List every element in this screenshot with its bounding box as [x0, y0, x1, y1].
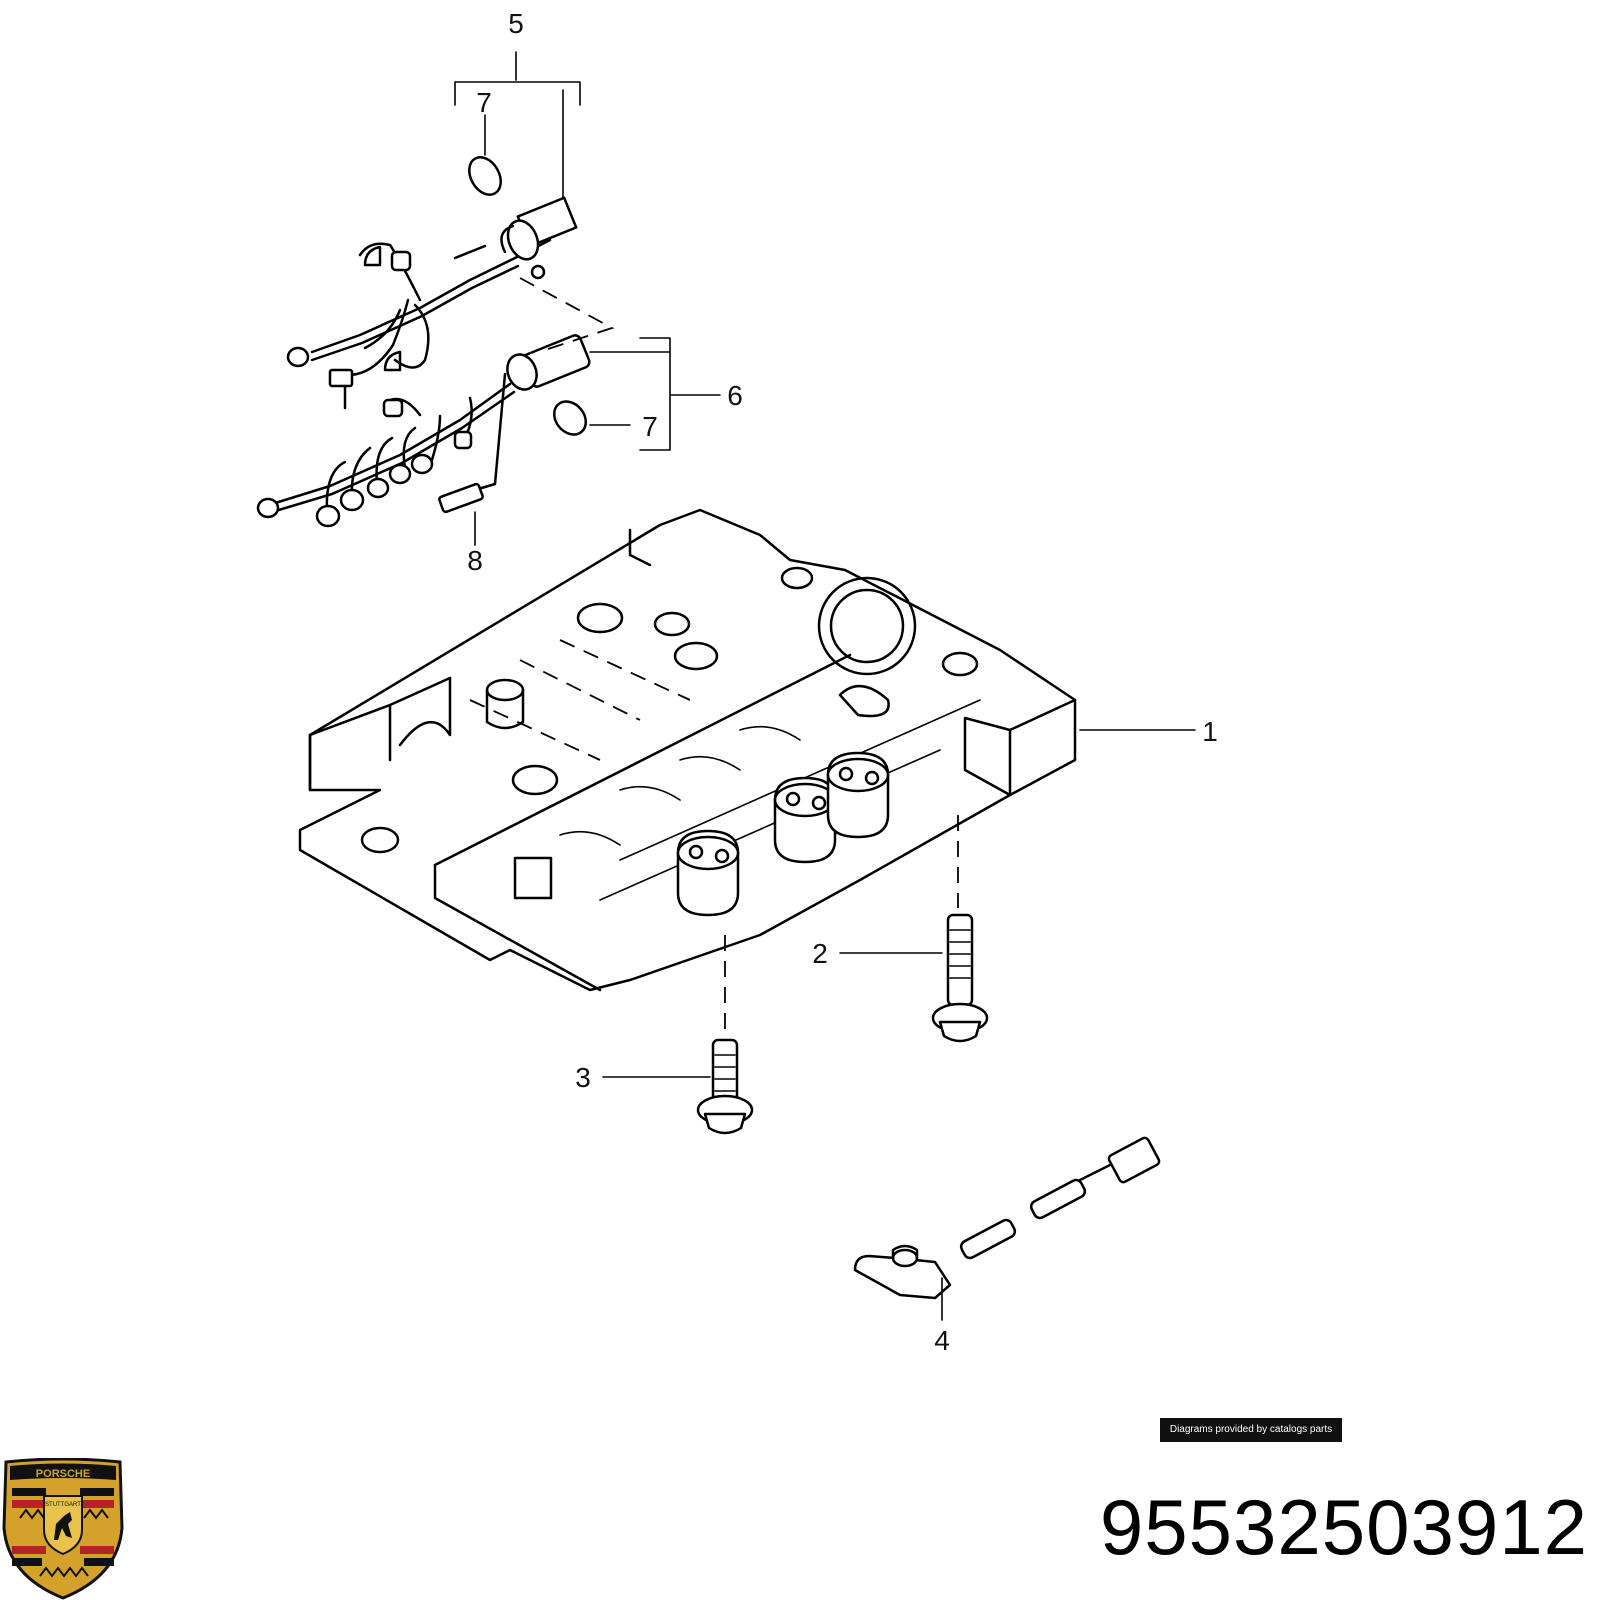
callout-1: 1 [1202, 716, 1218, 747]
valve-body [298, 508, 1077, 992]
callout-5: 5 [508, 8, 524, 39]
bolt-2 [931, 913, 989, 1043]
logo-brand-text: PORSCHE [36, 1468, 90, 1480]
speed-sensor-4 [853, 1136, 1161, 1300]
callout-2: 2 [812, 938, 828, 969]
boss-1 [676, 829, 740, 917]
callout-7-lower: 7 [642, 411, 658, 442]
boss-2 [773, 776, 837, 864]
callout-4: 4 [934, 1325, 950, 1356]
bolt-3 [696, 1038, 754, 1135]
part-number: 95532503912 [1099, 1483, 1588, 1571]
callout-3: 3 [575, 1062, 591, 1093]
porsche-crest-logo: PORSCHE STUTTGART [2, 1458, 124, 1600]
logo-city-text: STUTTGART [45, 1502, 81, 1508]
boss-3 [826, 751, 890, 839]
callout-7-upper: 7 [476, 87, 492, 118]
wiring-harness-upper [286, 196, 578, 410]
callout-8: 8 [467, 545, 483, 576]
credit-badge: Diagrams provided by catalogs parts [1160, 1418, 1342, 1442]
wiring-harness-lower [256, 334, 591, 528]
o-ring-upper [468, 156, 502, 196]
leader-lines [454, 51, 1196, 1321]
horse-icon [54, 1512, 72, 1540]
callout-6: 6 [727, 380, 743, 411]
o-ring-lower [552, 400, 588, 436]
